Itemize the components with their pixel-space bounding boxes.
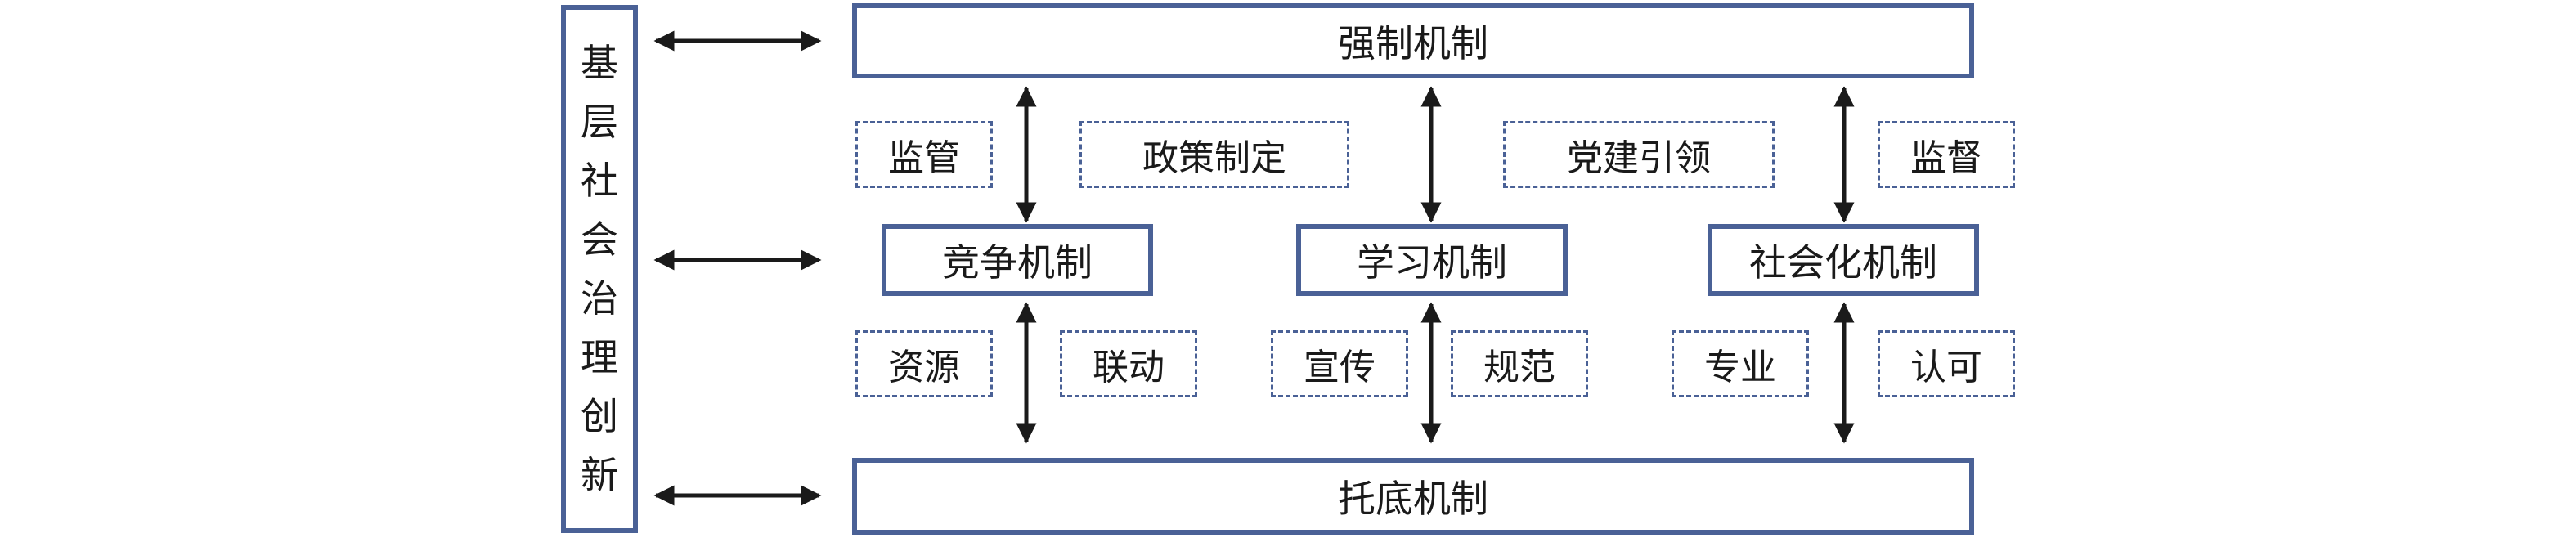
middle-box-2: 学习机制 xyxy=(1296,224,1568,296)
lower-tag-4: 规范 xyxy=(1451,330,1588,397)
left-box-char: 治 xyxy=(581,276,618,321)
tag-label: 联动 xyxy=(1093,347,1165,388)
left-box-char: 社 xyxy=(581,159,618,203)
tag-label: 专业 xyxy=(1704,347,1776,388)
middle-box-label: 学习机制 xyxy=(1357,240,1507,285)
lower-tag-5: 专业 xyxy=(1672,330,1809,397)
middle-box-1: 竞争机制 xyxy=(882,224,1153,296)
tag-label: 政策制定 xyxy=(1142,137,1286,179)
middle-box-label: 竞争机制 xyxy=(942,240,1093,285)
top-box: 强制机制 xyxy=(852,3,1974,78)
tag-label: 资源 xyxy=(888,347,960,388)
left-box-char: 理 xyxy=(581,335,618,379)
left-box-char: 基 xyxy=(581,41,618,85)
lower-tag-1: 资源 xyxy=(855,330,993,397)
tag-label: 监督 xyxy=(1910,137,1982,179)
tag-label: 宣传 xyxy=(1304,347,1376,388)
upper-tag-1: 监管 xyxy=(855,121,993,188)
bottom-box-label: 托底机制 xyxy=(1338,477,1488,521)
tag-label: 规范 xyxy=(1483,347,1555,388)
lower-tag-6: 认可 xyxy=(1878,330,2015,397)
left-box-char: 会 xyxy=(581,217,618,262)
lower-tag-3: 宣传 xyxy=(1271,330,1408,397)
upper-tag-4: 监督 xyxy=(1878,121,2015,188)
upper-tag-2: 政策制定 xyxy=(1079,121,1349,188)
top-box-label: 强制机制 xyxy=(1338,21,1488,65)
middle-box-label: 社会化机制 xyxy=(1749,240,1937,285)
tag-label: 认可 xyxy=(1910,347,1982,388)
upper-tag-3: 党建引领 xyxy=(1503,121,1775,188)
left-vertical-box: 基层社会治理创新 xyxy=(561,5,638,533)
lower-tag-2: 联动 xyxy=(1060,330,1197,397)
left-box-char: 层 xyxy=(581,100,618,144)
left-box-char: 创 xyxy=(581,394,618,438)
tag-label: 党建引领 xyxy=(1567,137,1711,179)
left-box-char: 新 xyxy=(581,453,618,497)
tag-label: 监管 xyxy=(888,137,960,179)
middle-box-3: 社会化机制 xyxy=(1708,224,1979,296)
bottom-box: 托底机制 xyxy=(852,458,1974,535)
